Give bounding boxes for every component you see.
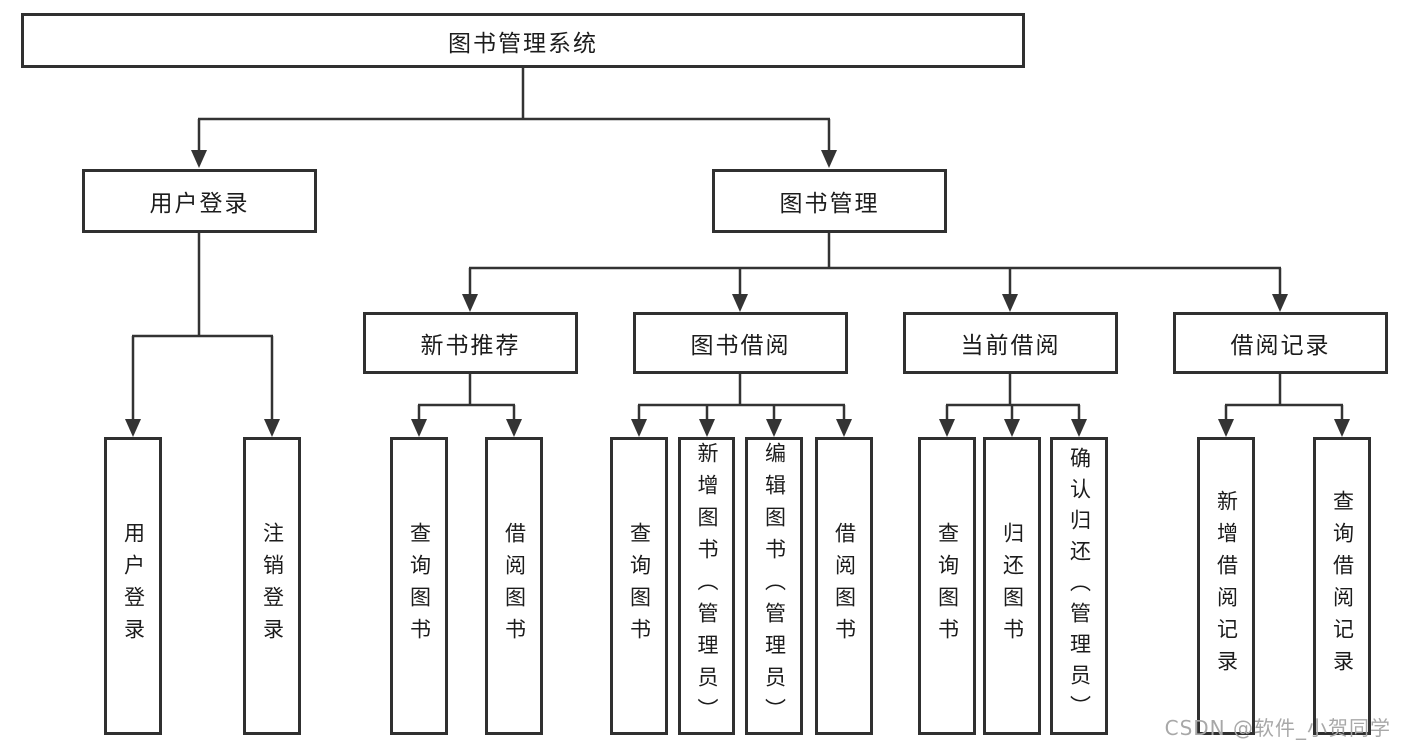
node-book-management: 图书管理 bbox=[712, 169, 947, 233]
leaf-add-book-admin: 新增图书（管理员） bbox=[678, 437, 735, 735]
leaf-borrow-books-label: 借阅图书 bbox=[832, 522, 857, 650]
leaf-confirm-return-admin: 确认归还（管理员） bbox=[1050, 437, 1108, 735]
leaf-add-book-admin-label: 新增图书（管理员） bbox=[695, 442, 719, 730]
leaf-edit-book-admin: 编辑图书（管理员） bbox=[745, 437, 803, 735]
leaf-borrow-books: 借阅图书 bbox=[815, 437, 873, 735]
leaf-logout: 注销登录 bbox=[243, 437, 301, 735]
node-book-borrow-label: 图书借阅 bbox=[690, 333, 791, 359]
leaf-borrow-books-recommend-label: 借阅图书 bbox=[502, 522, 527, 650]
node-library-system: 图书管理系统 bbox=[21, 13, 1025, 68]
leaf-query-books-borrow: 查询图书 bbox=[610, 437, 668, 735]
node-current-borrow: 当前借阅 bbox=[903, 312, 1118, 374]
leaf-query-books-current: 查询图书 bbox=[918, 437, 976, 735]
leaf-borrow-books-recommend: 借阅图书 bbox=[485, 437, 543, 735]
node-user-login-label: 用户登录 bbox=[149, 191, 250, 217]
arrowheads bbox=[125, 150, 1350, 437]
node-book-borrow: 图书借阅 bbox=[633, 312, 848, 374]
leaf-logout-label: 注销登录 bbox=[260, 522, 285, 650]
leaf-query-books-recommend: 查询图书 bbox=[390, 437, 448, 735]
csdn-watermark: CSDN @软件_小贺同学 bbox=[1164, 716, 1391, 740]
leaf-return-books: 归还图书 bbox=[983, 437, 1041, 735]
leaf-add-borrow-record-label: 新增借阅记录 bbox=[1214, 490, 1239, 682]
node-new-book-recommend-label: 新书推荐 bbox=[420, 333, 521, 359]
leaf-query-books-recommend-label: 查询图书 bbox=[407, 522, 432, 650]
leaf-edit-book-admin-label: 编辑图书（管理员） bbox=[762, 442, 787, 730]
leaf-query-borrow-record-label: 查询借阅记录 bbox=[1330, 490, 1355, 682]
leaf-return-books-label: 归还图书 bbox=[1000, 522, 1025, 650]
node-new-book-recommend: 新书推荐 bbox=[363, 312, 578, 374]
leaf-user-login-label: 用户登录 bbox=[121, 522, 146, 650]
node-borrow-records-label: 借阅记录 bbox=[1230, 333, 1331, 359]
leaf-query-borrow-record: 查询借阅记录 bbox=[1313, 437, 1371, 735]
leaf-query-books-current-label: 查询图书 bbox=[935, 522, 960, 650]
node-borrow-records: 借阅记录 bbox=[1173, 312, 1388, 374]
node-user-login: 用户登录 bbox=[82, 169, 317, 233]
leaf-add-borrow-record: 新增借阅记录 bbox=[1197, 437, 1255, 735]
node-current-borrow-label: 当前借阅 bbox=[960, 333, 1061, 359]
node-book-management-label: 图书管理 bbox=[779, 191, 880, 217]
leaf-user-login: 用户登录 bbox=[104, 437, 162, 735]
leaf-confirm-return-admin-label: 确认归还（管理员） bbox=[1067, 446, 1092, 726]
leaf-query-books-borrow-label: 查询图书 bbox=[627, 522, 652, 650]
node-library-system-label: 图书管理系统 bbox=[448, 30, 598, 57]
